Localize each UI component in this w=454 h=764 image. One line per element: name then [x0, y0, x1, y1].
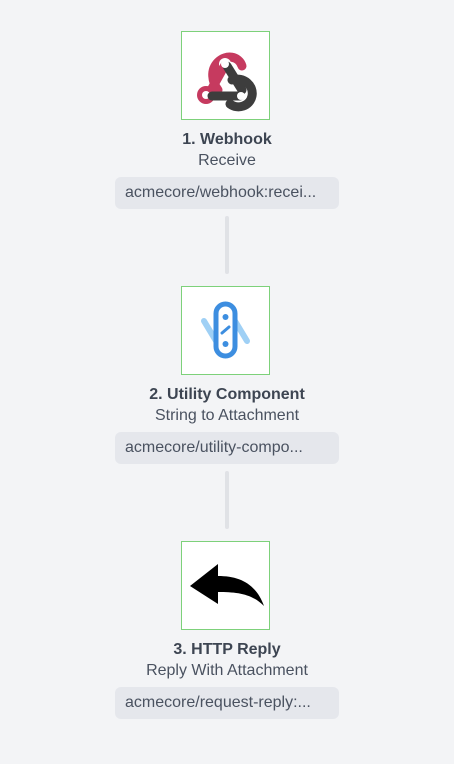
flow-connector: [225, 471, 229, 529]
component-key-pill[interactable]: acmecore/request-reply:...: [115, 687, 339, 719]
step-subtitle: Reply With Attachment: [146, 662, 308, 679]
utility-component-icon: [201, 301, 250, 359]
step-title: 3. HTTP Reply: [173, 641, 281, 658]
component-key-pill[interactable]: acmecore/webhook:recei...: [115, 177, 339, 209]
flow-connector: [225, 216, 229, 274]
step-title: 1. Webhook: [182, 131, 272, 148]
step-node-http-reply[interactable]: [181, 541, 270, 630]
component-key-pill[interactable]: acmecore/utility-compo...: [115, 432, 339, 464]
reply-arrow-icon: [190, 564, 264, 606]
webhook-icon: [197, 52, 257, 112]
step-subtitle: String to Attachment: [154, 407, 300, 424]
step-node-webhook[interactable]: [181, 31, 270, 120]
step-title: 2. Utility Component: [149, 386, 305, 403]
step-node-utility-component[interactable]: [181, 286, 270, 375]
step-subtitle: Receive: [198, 152, 256, 169]
